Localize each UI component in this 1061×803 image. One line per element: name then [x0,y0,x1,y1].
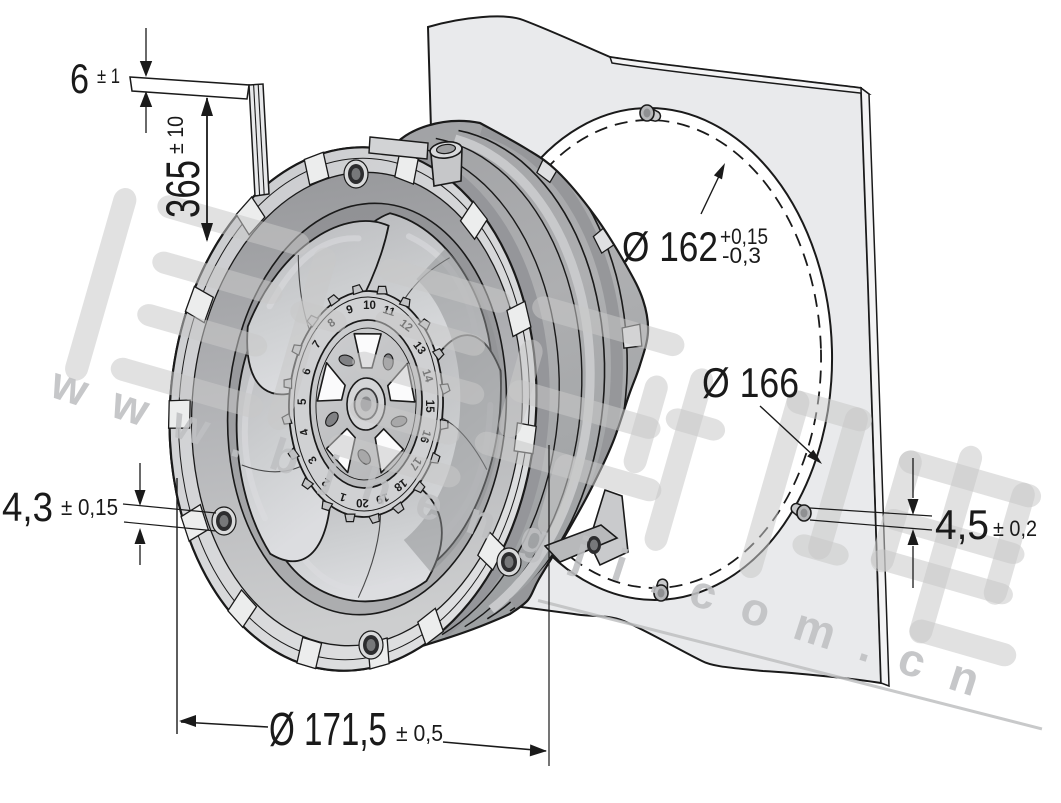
svg-text:20: 20 [356,496,369,508]
svg-text:-0,3: -0,3 [722,243,761,268]
svg-text:+0,15: +0,15 [720,224,768,249]
svg-text:5: 5 [297,398,309,405]
svg-text:1: 1 [338,490,348,504]
svg-text:15: 15 [423,400,435,413]
svg-text:± 10: ± 10 [163,116,188,154]
svg-text:± 0,15: ± 0,15 [61,494,118,520]
svg-text:± 0,5: ± 0,5 [396,720,443,746]
svg-text:4,3: 4,3 [2,484,53,530]
svg-text:6: 6 [70,55,89,102]
svg-text:Ø 166: Ø 166 [702,359,799,406]
svg-text:365: 365 [156,160,209,218]
svg-text:19: 19 [374,490,390,505]
svg-text:4,5: 4,5 [935,501,989,548]
svg-text:± 0,2: ± 0,2 [993,516,1037,541]
svg-text:Ø 162: Ø 162 [622,223,718,270]
svg-text:± 1: ± 1 [97,65,120,88]
svg-text:4: 4 [298,427,312,437]
svg-text:6: 6 [300,367,313,377]
svg-text:9: 9 [345,303,355,316]
svg-text:10: 10 [363,300,376,312]
svg-text:Ø 171,5: Ø 171,5 [269,703,387,755]
